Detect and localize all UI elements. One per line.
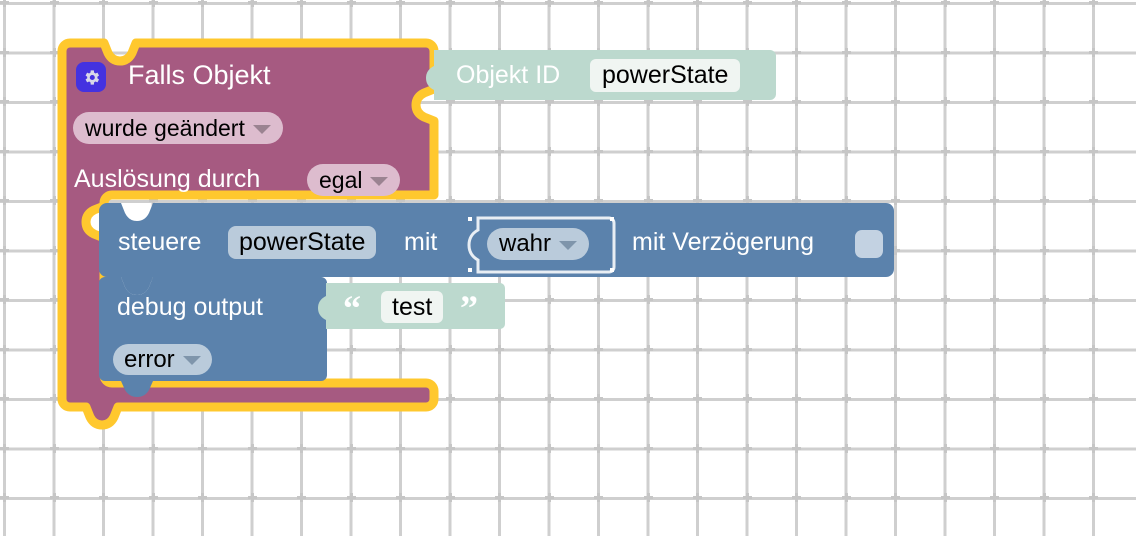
steuere-target-field[interactable]: powerState [228,226,377,259]
steuere-value-dropdown[interactable]: wahr [487,228,590,260]
objekt-id-value: powerState [602,61,729,89]
steuere-value: wahr [499,230,552,257]
objekt-id-value-field[interactable]: powerState [590,59,741,92]
trigger-condition-dropdown[interactable]: wurde geändert [73,112,283,144]
selection-handle [610,217,614,221]
gear-icon[interactable] [76,62,106,92]
debug-severity-value: error [124,345,175,373]
debug-text-field[interactable]: test [381,291,444,323]
chevron-down-icon [370,176,389,186]
trigger-title: Falls Objekt [128,60,271,90]
trigger-source-value: egal [319,166,363,193]
steuere-label: steuere [118,228,202,256]
debug-severity-dropdown[interactable]: error [113,344,212,375]
steuere-target-value: powerState [239,228,366,256]
selection-handle [610,268,614,272]
chevron-down-icon [559,240,578,250]
delay-checkbox[interactable] [855,230,883,258]
debug-output-label: debug output [117,293,263,321]
close-quote-icon: ” [460,288,478,328]
chevron-down-icon [252,124,271,134]
delay-label: mit Verzögerung [632,228,815,256]
open-quote-icon: “ [343,288,361,328]
debug-text-value: test [392,292,433,321]
trigger-source-dropdown[interactable]: egal [307,164,401,196]
chevron-down-icon [182,356,201,365]
steuere-mit-label: mit [404,228,438,256]
trigger-condition-value: wurde geändert [85,114,245,141]
trigger-source-label: Auslösung durch [74,165,261,193]
selection-handle [468,268,472,272]
selection-handle [468,217,472,221]
objekt-id-label: Objekt ID [456,61,561,89]
